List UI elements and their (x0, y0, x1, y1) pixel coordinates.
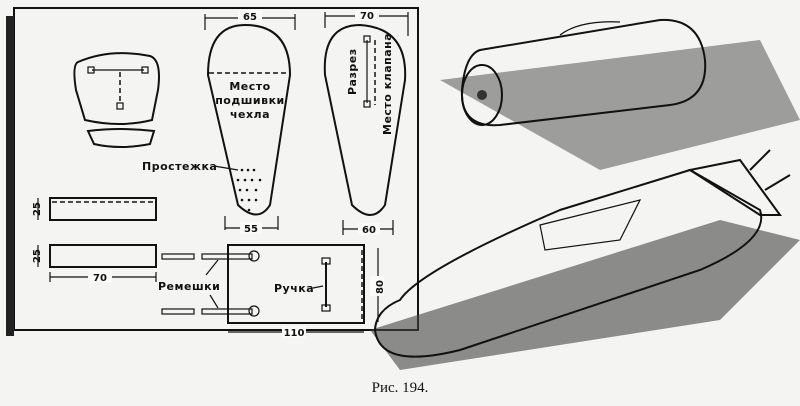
handle (321, 257, 331, 312)
strap-top (161, 250, 260, 262)
dim-strip1-height: 25 (32, 202, 43, 216)
label-handle: Ручка (274, 282, 314, 295)
dim-insole-top: 65 (243, 12, 257, 23)
hood-piece (73, 52, 160, 148)
dim-panel-height: 80 (375, 280, 386, 294)
label-flap-place: Место клапана (381, 33, 394, 135)
dim-panel-width: 110 (284, 328, 305, 339)
label-straps: Ремешки (158, 280, 220, 293)
quilting-marks (236, 168, 262, 212)
strip-pieces: 25 25 70 (32, 197, 157, 284)
pattern-sheet (6, 7, 419, 336)
dim-outer-bottom: 60 (362, 225, 376, 236)
bottom-panel: 80 110 Ремешки Ручка (158, 244, 386, 339)
label-quilting: Простежка (142, 160, 217, 173)
label-cover-seam-2: подшивки (215, 94, 285, 107)
label-slit: Разрез (346, 48, 359, 95)
insole-piece: 65 55 Место подшивки чехла Простежка (142, 10, 296, 235)
dim-outer-top: 70 (360, 11, 374, 22)
rolled-bag-drawing (440, 18, 800, 170)
dim-strip2-height: 25 (32, 249, 43, 263)
label-cover-seam-1: Место (229, 80, 270, 93)
figure-caption: Рис. 194. (371, 380, 429, 396)
dim-insole-bottom: 55 (244, 224, 258, 235)
label-cover-seam-3: чехла (230, 108, 270, 121)
dim-strip-width: 70 (93, 273, 107, 284)
outer-piece: 70 60 Разрез Место клапана (323, 9, 409, 236)
open-bag-drawing (370, 149, 800, 370)
strap-bottom (161, 305, 260, 317)
